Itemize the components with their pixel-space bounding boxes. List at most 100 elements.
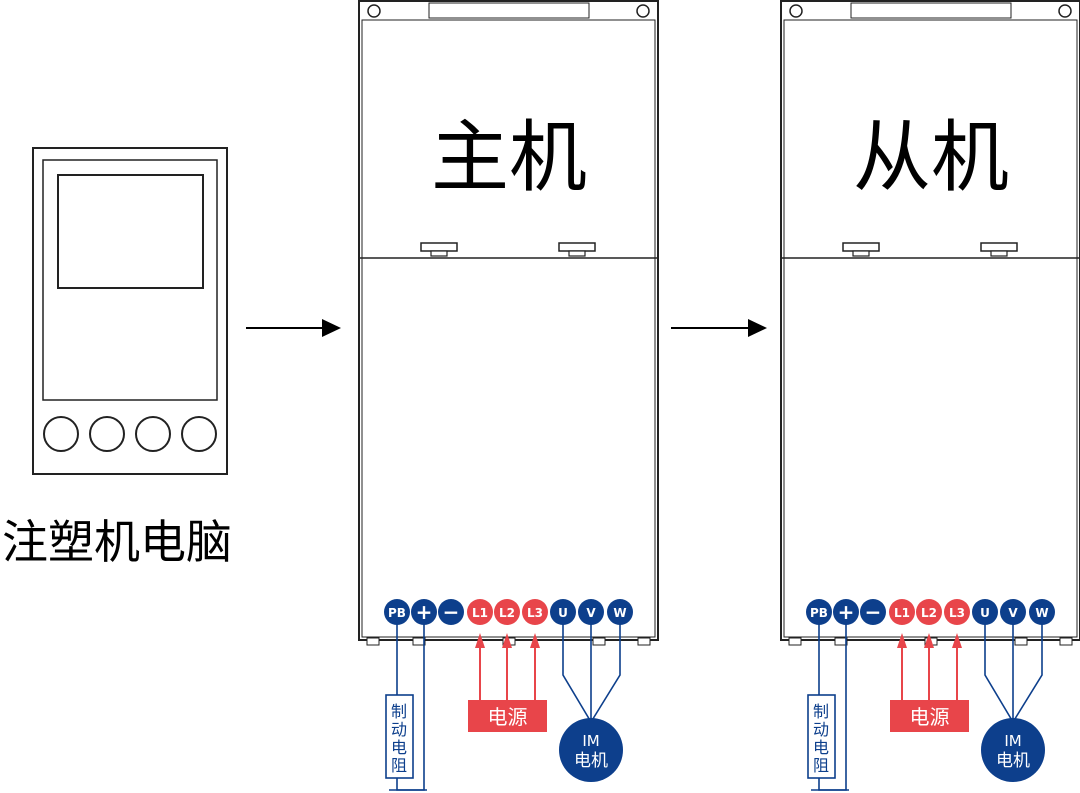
motor-label-line2: 电机 [574,751,608,771]
motor-wire [590,612,621,723]
power-arrow-icon [502,633,512,648]
terminal-6 [944,599,970,625]
power-arrow-icon [952,633,962,648]
cabinet-foot [592,637,606,646]
brake-resistor [385,694,414,779]
brake-resistor-char: 电 [813,738,829,757]
brake-resistor-char: 制 [391,702,407,721]
power-supply-box [890,700,969,732]
cabinet-foot [834,637,848,646]
power-arrow-icon [897,633,907,648]
brake-resistor-char: 电 [391,738,407,757]
brake-resistor-char: 制 [813,702,829,721]
terminal-5 [494,599,520,625]
cabinet-foot [1014,637,1028,646]
motor-wire [984,612,1014,723]
screw-icon [636,4,650,18]
terminal-label: PB [388,606,406,620]
cabinet-foot [788,637,802,646]
terminal-label: V [586,606,596,620]
latch-hinge [990,250,1008,257]
master-label: 主机 [431,113,587,203]
cabinet-foot [412,637,426,646]
terminal-1 [384,599,410,625]
terminal-8 [578,599,604,625]
terminal-label: PB [810,606,828,620]
terminal-3 [860,599,886,625]
arrow-head-icon [748,319,767,337]
terminal-label: U [558,606,568,620]
terminal-3 [438,599,464,625]
latch-hinge [852,250,870,257]
terminal-2 [411,599,437,625]
latch-icon [558,242,596,252]
terminal-label: L1 [472,606,488,620]
controller-bezel [42,159,218,401]
brake-resistor-char: 动 [813,720,829,739]
power-arrow-icon [530,633,540,648]
latch-icon [420,242,458,252]
cabinet-foot [366,637,380,646]
terminal-label: − [443,600,460,624]
controller-key-1 [43,416,79,452]
terminal-label: + [416,600,433,624]
terminal-4 [889,599,915,625]
controller-unit [32,147,228,475]
cabinet-body [780,0,1080,641]
terminal-4 [467,599,493,625]
latch-hinge [568,250,586,257]
screw-icon [1058,4,1072,18]
latch-icon [980,242,1018,252]
terminal-1 [806,599,832,625]
terminal-label: V [1008,606,1018,620]
terminal-2 [833,599,859,625]
brake-wire [389,612,425,791]
brake-resistor-char: 阻 [813,756,829,775]
motor-wire [562,612,592,723]
terminal-8 [1000,599,1026,625]
cabinet-inner-frame [361,19,656,638]
brake-resistor [807,694,836,779]
terminal-9 [1029,599,1055,625]
brake-resistor-char: 阻 [391,756,407,775]
power-supply-label: 电源 [488,705,528,729]
terminal-7 [550,599,576,625]
controller-key-4 [181,416,217,452]
power-supply-label: 电源 [910,705,950,729]
brake-resistor-char: 动 [391,720,407,739]
motor-label-line1: IM [1004,732,1021,750]
cabinet-body [358,0,659,641]
latch-icon [842,242,880,252]
motor-wire [1012,612,1043,723]
cabinet-foot [637,637,651,646]
power-supply-box [468,700,547,732]
arrow-head-icon [322,319,341,337]
motor-icon [559,718,623,782]
brake-wire [811,612,847,791]
terminal-label: + [838,600,855,624]
motor-label-line2: 电机 [996,751,1030,771]
cabinet-inner-frame [783,19,1078,638]
cabinet-foot [1059,637,1073,646]
slave-label: 从机 [853,113,1009,203]
motor-icon [981,718,1045,782]
arrow-controller-to-master [246,319,341,337]
terminal-7 [972,599,998,625]
power-arrow-icon [924,633,934,648]
latch-hinge [430,250,448,257]
controller-body [32,147,228,475]
controller-key-2 [89,416,125,452]
terminal-9 [607,599,633,625]
terminal-label: W [613,606,626,620]
terminal-5 [916,599,942,625]
power-arrow-icon [475,633,485,648]
controller-key-3 [135,416,171,452]
arrow-master-to-slave [671,319,767,337]
screw-icon [367,4,381,18]
controller-label: 注塑机电脑 [2,515,232,569]
controller-screen [57,174,204,289]
terminal-label: L3 [949,606,965,620]
